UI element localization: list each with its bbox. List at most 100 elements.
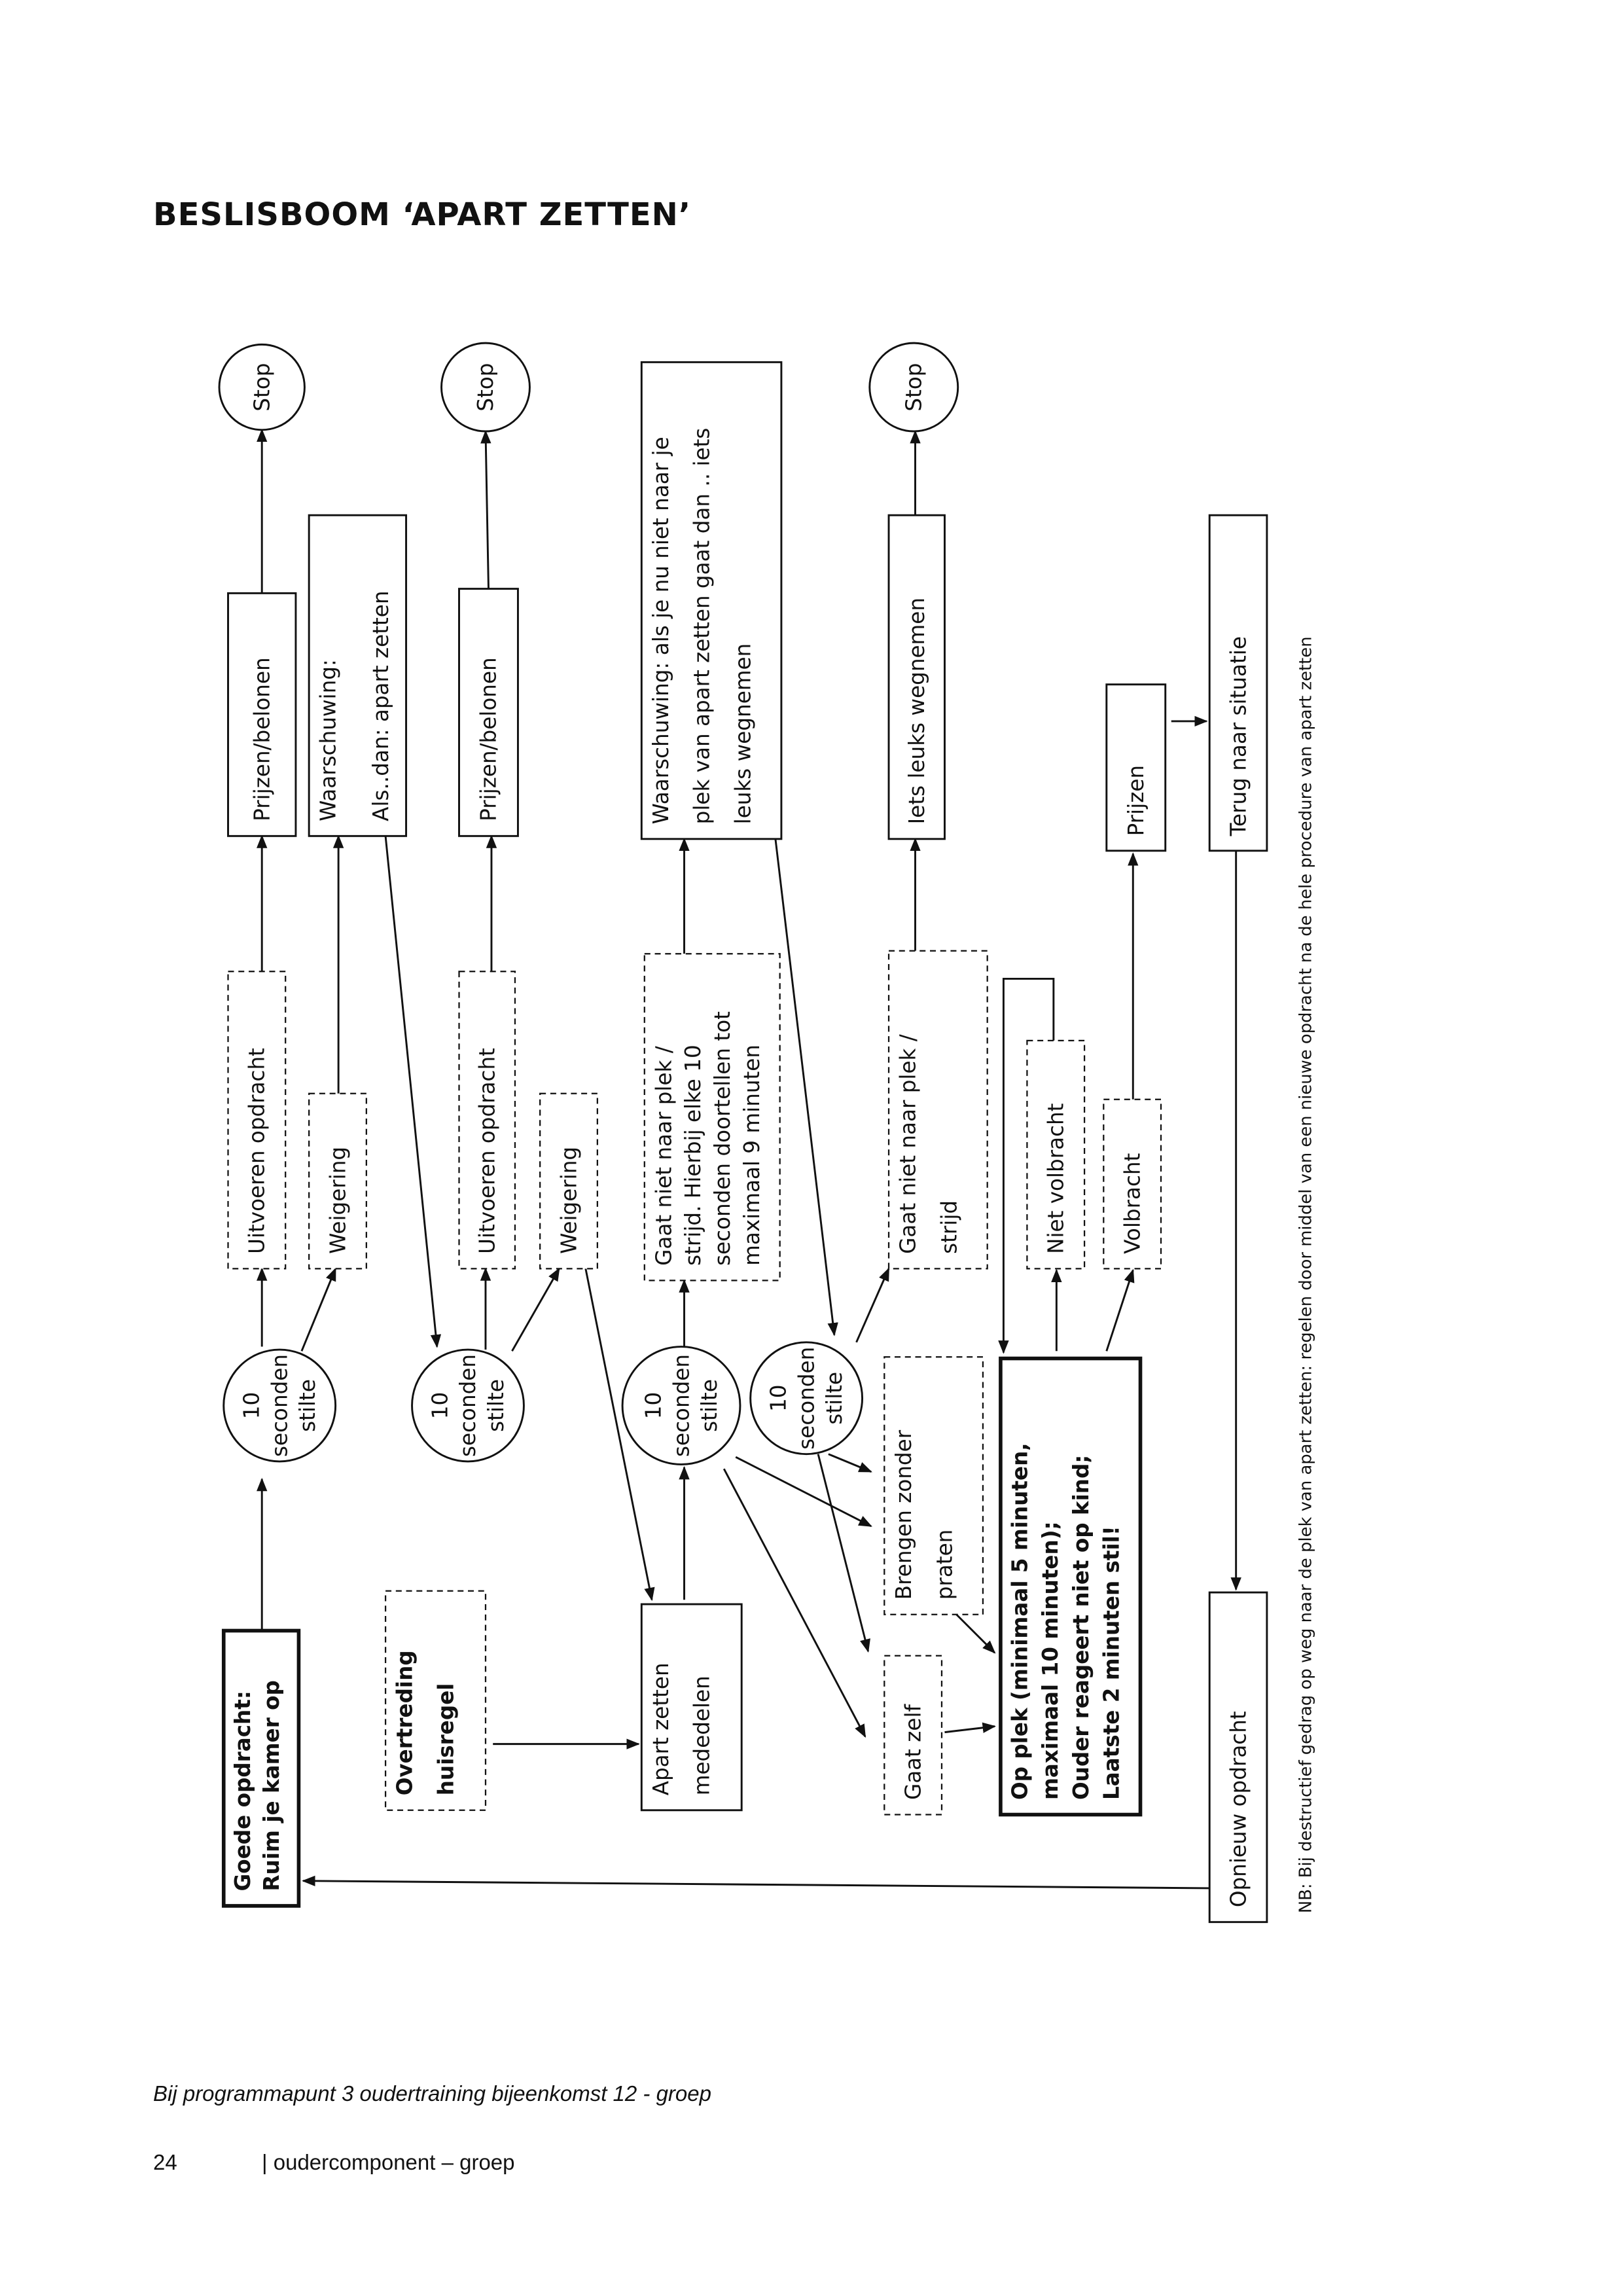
node-stop-2: Stop bbox=[440, 342, 531, 433]
node-stop-3: Stop bbox=[868, 342, 959, 433]
circle-shape bbox=[868, 342, 959, 433]
page-title: BESLISBOOM ‘APART ZETTEN’ bbox=[153, 196, 692, 233]
box-shape bbox=[883, 1655, 943, 1816]
node-text: Waarschuwing: als je nu niet naar je bbox=[649, 437, 673, 824]
node-gaat-zelf: Gaat zelf bbox=[883, 1655, 943, 1816]
arrow bbox=[735, 1456, 872, 1528]
circle-shape bbox=[749, 1341, 864, 1456]
node-text: Apart zetten bbox=[649, 1662, 673, 1795]
node-text: Niet volbracht bbox=[1043, 1103, 1068, 1254]
node-text: Overtreding bbox=[393, 1650, 418, 1795]
footnote-nb: NB: Bij destructief gedrag op weg naar d… bbox=[1296, 636, 1315, 1913]
circle-shape bbox=[223, 1348, 337, 1463]
node-text: Uitvoeren opdracht bbox=[245, 1048, 270, 1254]
node-text: Terug naar situatie bbox=[1226, 636, 1251, 836]
box-shape bbox=[227, 592, 297, 837]
section-label: | oudercomponent – groep bbox=[262, 2150, 515, 2174]
arrow bbox=[955, 1613, 996, 1654]
box-shape bbox=[640, 1603, 743, 1812]
node-text: Gaat niet naar plek / bbox=[896, 1034, 921, 1254]
node-text: stilte bbox=[697, 1379, 722, 1432]
node-uitvoeren-1: Uitvoeren opdracht bbox=[227, 971, 287, 1270]
node-waarschuwing-1: Waarschuwing:Als..dan: apart zetten bbox=[308, 514, 408, 837]
node-text: seconden bbox=[669, 1354, 694, 1457]
arrow bbox=[1105, 1268, 1135, 1352]
arrow bbox=[480, 429, 491, 589]
box-shape bbox=[1105, 683, 1167, 852]
box-shape bbox=[308, 514, 408, 837]
node-overtreding: Overtreding huisregel bbox=[384, 1590, 487, 1811]
node-text: Stop bbox=[473, 363, 498, 412]
arrows bbox=[257, 428, 1241, 1890]
arrow bbox=[384, 836, 442, 1348]
node-prijzen-belonen-1: Prijzen/belonen bbox=[227, 592, 297, 837]
arrow bbox=[511, 1267, 560, 1352]
node-gaat-niet-2: Gaat niet naar plek /strijd bbox=[887, 950, 988, 1270]
arrow bbox=[998, 977, 1055, 1354]
node-text: Op plek (minimaal 5 minuten, bbox=[1007, 1443, 1032, 1800]
node-text: 10 bbox=[240, 1392, 264, 1419]
node-text: Prijzen bbox=[1124, 765, 1149, 836]
node-text: mededelen bbox=[690, 1676, 715, 1795]
box-shape bbox=[640, 361, 783, 840]
node-text: 10 bbox=[766, 1384, 791, 1411]
node-text: Opnieuw opdracht bbox=[1226, 1711, 1251, 1907]
node-text: Gaat niet naar plek / bbox=[651, 1046, 676, 1266]
node-terug: Terug naar situatie bbox=[1208, 514, 1268, 852]
node-text: Stop bbox=[902, 363, 927, 412]
node-text: seconden doortellen tot bbox=[710, 1011, 735, 1266]
arrow bbox=[944, 1722, 996, 1734]
node-text: stilte bbox=[822, 1372, 847, 1425]
node-weigering-2: Weigering bbox=[539, 1092, 598, 1270]
node-text: strijd. Hierbij elke 10 bbox=[681, 1045, 705, 1266]
arrow bbox=[774, 838, 838, 1336]
box-shape bbox=[227, 971, 287, 1270]
node-text: maximaal 9 minuten bbox=[740, 1045, 764, 1266]
node-text: maximaal 10 minuten); bbox=[1038, 1521, 1063, 1800]
node-text: Gaat zelf bbox=[901, 1703, 925, 1800]
node-opnieuw: Opnieuw opdracht bbox=[1208, 1591, 1268, 1924]
node-text: Laatste 2 minuten stil! bbox=[1099, 1526, 1124, 1800]
node-stop-1: Stop bbox=[218, 343, 306, 431]
node-text: Ruim je kamer op bbox=[259, 1680, 284, 1891]
box-shape bbox=[1103, 1098, 1162, 1270]
arrow bbox=[828, 1453, 872, 1473]
arrow bbox=[722, 1468, 866, 1738]
node-text: Volbracht bbox=[1120, 1153, 1145, 1254]
circle-shape bbox=[621, 1346, 741, 1465]
box-shape bbox=[999, 1356, 1143, 1817]
node-text: Prijzen/belonen bbox=[249, 657, 274, 821]
box-shape bbox=[1208, 514, 1268, 852]
caption: Bij programmapunt 3 oudertraining bijeen… bbox=[153, 2081, 711, 2106]
arrow bbox=[300, 1267, 336, 1352]
node-text: Iets leuks wegnemen bbox=[904, 598, 929, 824]
node-text: seconden bbox=[455, 1354, 480, 1457]
node-text: huisregel bbox=[434, 1683, 459, 1796]
node-text: Ouder reageert niet op kind; bbox=[1069, 1455, 1094, 1800]
node-goede-opdracht: Goede opdracht:Ruim je kamer op bbox=[221, 1628, 301, 1908]
node-apart-zetten: Apart zetten mededelen bbox=[640, 1603, 743, 1812]
node-niet-volbracht: Niet volbracht bbox=[1026, 1039, 1086, 1270]
node-text: Stop bbox=[249, 363, 274, 412]
node-text: 10 bbox=[428, 1392, 453, 1419]
box-shape bbox=[643, 953, 781, 1282]
node-text: stilte bbox=[484, 1379, 508, 1432]
box-shape bbox=[883, 1356, 984, 1615]
node-text: plek van apart zetten gaat dan .. iets bbox=[690, 428, 715, 825]
page-number: 24 bbox=[153, 2150, 177, 2174]
box-shape bbox=[221, 1628, 301, 1908]
circle-shape bbox=[218, 343, 306, 431]
node-waarschuwing-2: Waarschuwing: als je nu niet naar je plek… bbox=[640, 361, 783, 840]
box-shape bbox=[539, 1092, 598, 1270]
node-prijzen-belonen-2: Prijzen/belonen bbox=[458, 588, 519, 837]
node-text: seconden bbox=[794, 1347, 819, 1450]
arrow bbox=[302, 1875, 1210, 1890]
arrow bbox=[584, 1268, 655, 1602]
box-shape bbox=[384, 1590, 487, 1811]
node-volbracht: Volbracht bbox=[1103, 1098, 1162, 1270]
